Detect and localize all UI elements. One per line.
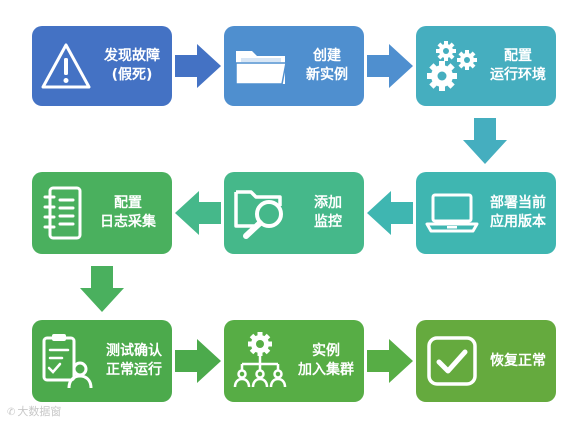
arrow-test-to-cluster [175, 339, 221, 383]
arrow-cluster-to-restore [367, 339, 413, 383]
step-configure-logs-label: 配置日志采集 [100, 195, 156, 230]
step-test-confirm: 测试确认正常运行 [32, 320, 172, 402]
arrow-detect-to-create [175, 44, 221, 88]
step-test-confirm-label: 测试确认正常运行 [106, 343, 162, 378]
step-create-instance: 创建新实例 [224, 26, 364, 106]
warning-triangle-icon [40, 41, 92, 91]
watermark-logo-icon: ✆ [7, 407, 16, 418]
step-create-instance-label: 创建新实例 [306, 48, 348, 83]
user-checklist-icon [40, 332, 96, 390]
gears-icon [424, 38, 480, 94]
folder-search-icon [232, 184, 292, 242]
step-join-cluster-label: 实例加入集群 [298, 343, 354, 378]
arrow-deploy-to-monitoring [367, 191, 413, 235]
step-configure-env: 配置运行环境 [416, 26, 556, 106]
notebook-icon [40, 185, 84, 241]
step-restore-normal: 恢复正常 [416, 320, 556, 402]
watermark: ✆大数据窗 [7, 403, 61, 419]
step-add-monitoring: 添加监控 [224, 172, 364, 254]
step-add-monitoring-label: 添加监控 [314, 195, 342, 230]
step-configure-env-label: 配置运行环境 [490, 48, 546, 83]
arrow-configure-env-to-deploy [463, 118, 507, 164]
step-restore-normal-label: 恢复正常 [490, 352, 546, 369]
step-deploy-version-label: 部署当前应用版本 [490, 195, 546, 230]
laptop-icon [424, 191, 480, 235]
arrow-monitoring-to-logs [175, 191, 221, 235]
check-box-icon [424, 333, 480, 389]
arrow-create-to-configure-env [367, 44, 413, 88]
step-detect-failure: 发现故障(假死) [32, 26, 172, 106]
step-configure-logs: 配置日志采集 [32, 172, 172, 254]
arrow-logs-to-test [80, 266, 124, 312]
cluster-tree-icon [232, 331, 288, 391]
step-detect-failure-label: 发现故障(假死) [104, 48, 160, 83]
folder-icon [232, 43, 290, 89]
step-join-cluster: 实例加入集群 [224, 320, 364, 402]
step-deploy-version: 部署当前应用版本 [416, 172, 556, 254]
watermark-text: 大数据窗 [17, 405, 62, 418]
